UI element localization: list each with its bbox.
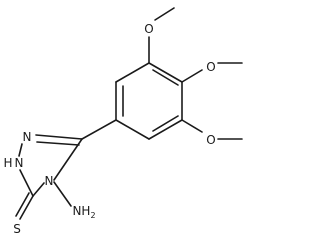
thione-sulfur-label: S (13, 222, 21, 236)
bond-c5-n4 (35, 134, 83, 140)
bond-c3-s-double (15, 192, 30, 217)
methoxy-top-oxygen-label: O (144, 22, 153, 36)
bond-n4-n1 (18, 143, 23, 157)
amino-group-label: NH2 (72, 204, 95, 220)
bond-c5-n4-inner (36, 141, 80, 146)
methoxy-bottom-oxygen-label: O (206, 133, 215, 147)
structure-canvas: O O O N H N N S NH2 (3, 7, 243, 236)
methoxy-groups (148, 7, 243, 140)
methoxy-right-oxygen-label: O (206, 60, 215, 74)
bond-c2-c3 (148, 62, 183, 83)
bond-c5-c6 (115, 119, 150, 140)
amino-subscript-2: 2 (90, 211, 95, 220)
triazole-nh-nitrogen-label: N (15, 156, 24, 170)
bond-c4-c5 (148, 119, 183, 140)
molecule-structure: O O O N H N N S NH2 (3, 7, 243, 236)
bond-n1-c3 (19, 169, 34, 197)
triazole-nh-hydrogen-label: H (3, 156, 12, 170)
benzene-ring (115, 62, 183, 140)
bond-c4-o3 (181, 119, 203, 133)
triazole-n-label: N (23, 130, 32, 144)
bond-n4b-c5 (53, 138, 83, 181)
triazole-ring (18, 134, 83, 197)
bond-c3-s (19, 195, 34, 220)
bond-n4-nh2 (53, 181, 72, 207)
bond-c3-o2 (181, 69, 203, 83)
bond-c4-c5-inner (152, 115, 179, 132)
bond-c2-c3-inner (152, 69, 179, 86)
amino-nh-text: NH (72, 204, 90, 218)
bond-c1-c2 (115, 62, 150, 83)
triazole-n4-label: N (45, 174, 54, 188)
bond-o1-ch3 (154, 7, 175, 21)
bond-aryl-triazole (81, 119, 117, 140)
bond-c3-n4b (32, 182, 45, 197)
